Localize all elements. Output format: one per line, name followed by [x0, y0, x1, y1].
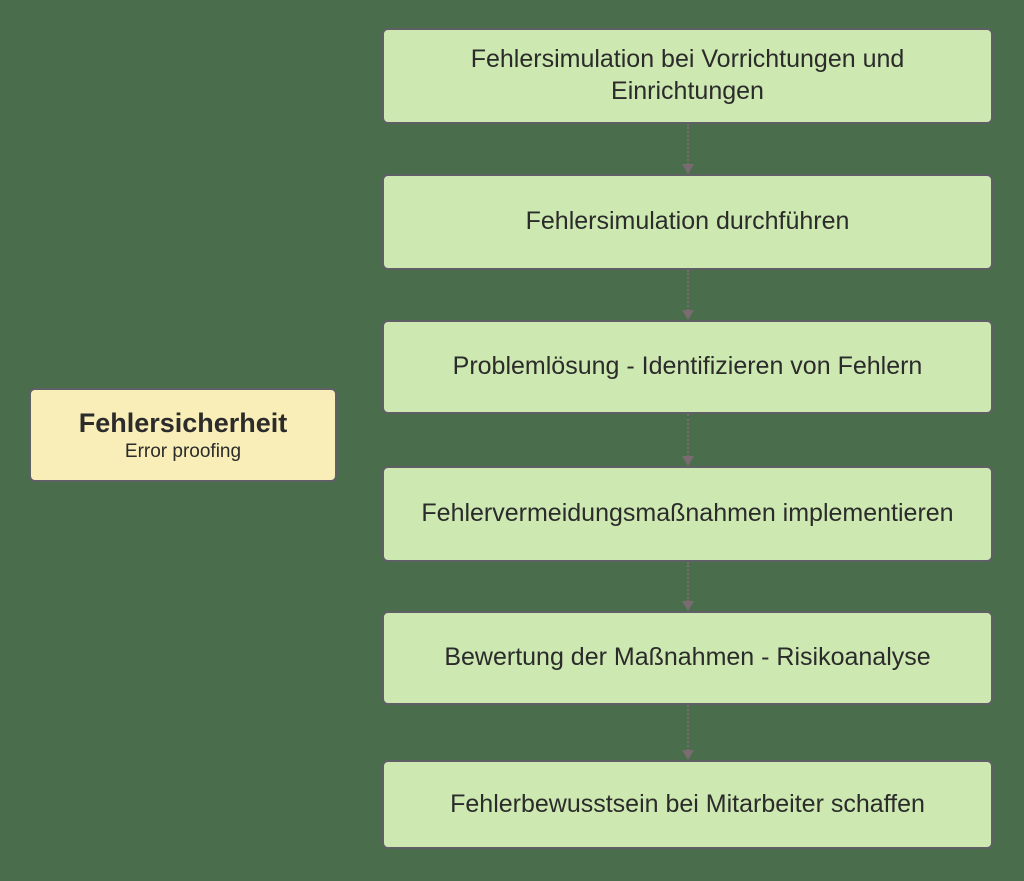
connector-line	[687, 562, 689, 602]
step-node-5-label: Bewertung der Maßnahmen - Risikoanalyse	[444, 643, 931, 672]
root-node-subtitle: Error proofing	[124, 440, 242, 462]
step-node-3[interactable]: Problemlösung - Identifizieren von Fehle…	[382, 320, 993, 414]
connector-line	[687, 270, 689, 311]
arrow-down-icon	[682, 456, 694, 466]
connector-line	[687, 124, 689, 165]
step-node-4-label: Fehlervermeidungsmaßnahmen implementiere…	[421, 499, 954, 528]
step-node-1-label: Fehlersimulation bei Vorrichtungen und E…	[470, 45, 905, 105]
connector-step-5-to-6	[679, 705, 697, 760]
step-node-2-label: Fehlersimulation durchführen	[525, 207, 850, 236]
connector-line	[687, 414, 689, 457]
step-node-3-label: Problemlösung - Identifizieren von Fehle…	[452, 352, 923, 381]
step-node-6[interactable]: Fehlerbewusstsein bei Mitarbeiter schaff…	[382, 760, 993, 849]
connector-line	[687, 705, 689, 751]
connector-step-1-to-2	[679, 124, 697, 174]
step-node-2[interactable]: Fehlersimulation durchführen	[382, 174, 993, 270]
arrow-down-icon	[682, 310, 694, 320]
arrow-down-icon	[682, 601, 694, 611]
root-node-fehlersicherheit[interactable]: Fehlersicherheit Error proofing	[29, 388, 337, 482]
connector-step-4-to-5	[679, 562, 697, 611]
step-node-5[interactable]: Bewertung der Maßnahmen - Risikoanalyse	[382, 611, 993, 705]
step-node-6-label: Fehlerbewusstsein bei Mitarbeiter schaff…	[450, 789, 925, 818]
arrow-down-icon	[682, 750, 694, 760]
step-node-4[interactable]: Fehlervermeidungsmaßnahmen implementiere…	[382, 466, 993, 562]
connector-step-3-to-4	[679, 414, 697, 466]
root-node-title: Fehlersicherheit	[78, 407, 288, 438]
connector-step-2-to-3	[679, 270, 697, 320]
step-node-1[interactable]: Fehlersimulation bei Vorrichtungen und E…	[382, 28, 993, 124]
arrow-down-icon	[682, 164, 694, 174]
